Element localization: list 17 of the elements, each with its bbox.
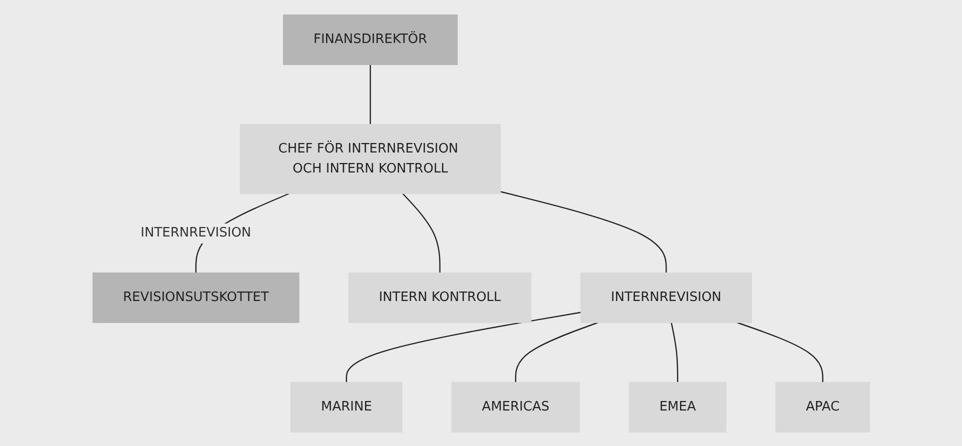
node-box: FINANSDIREKTÖR	[282, 14, 458, 64]
connector	[736, 321, 824, 382]
node-box: MARINE	[290, 382, 402, 432]
node-box: AMERICAS	[451, 382, 580, 432]
node-box: CHEF FÖR INTERNREVISION OCH INTERN KONTROLL	[240, 124, 501, 194]
connector	[346, 311, 581, 382]
connector	[369, 64, 371, 124]
connector	[500, 190, 666, 272]
node-box: INTERNREVISION	[580, 272, 752, 322]
connector	[514, 321, 598, 382]
node-box: EMEA	[628, 382, 726, 432]
node-box: APAC	[775, 382, 870, 432]
node-box: REVISIONSUTSKOTTET	[92, 272, 300, 322]
node-box: INTERN KONTROLL	[348, 272, 532, 322]
connector	[670, 322, 678, 382]
edge-label: INTERNREVISION	[140, 225, 251, 240]
connector	[402, 192, 440, 272]
